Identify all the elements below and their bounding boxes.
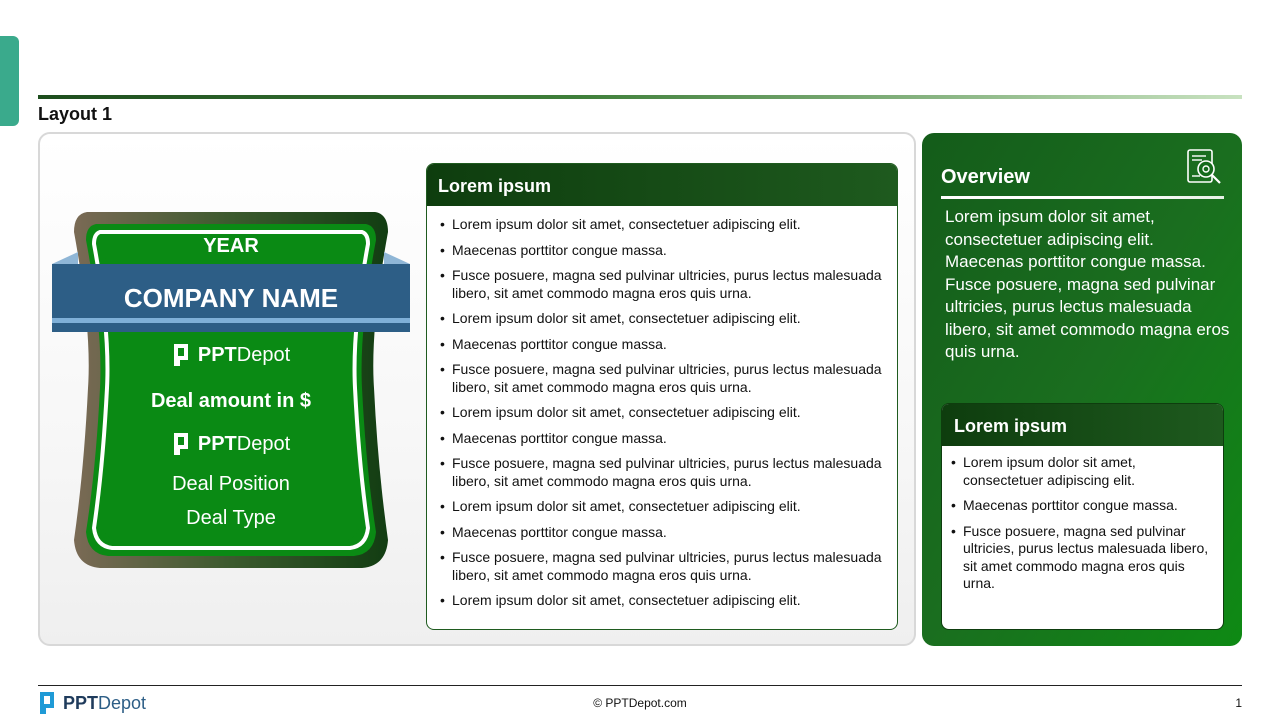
footer-divider: [38, 685, 1242, 686]
badge-deal-amount: Deal amount in $: [150, 390, 312, 412]
list-item: Maecenas porttitor congue massa.: [440, 430, 883, 448]
list-item: Lorem ipsum dolor sit amet, consectetuer…: [440, 216, 883, 234]
list-item: Maecenas porttitor congue massa.: [440, 242, 883, 260]
list-item: Fusce posuere, magna sed pulvinar ultric…: [440, 361, 883, 396]
list-item: Fusce posuere, magna sed pulvinar ultric…: [440, 549, 883, 584]
list-item: Lorem ipsum dolor sit amet, consectetuer…: [440, 404, 883, 422]
badge-deal-position: Deal Position: [172, 473, 290, 495]
footer-logo: PPTDepot: [38, 690, 146, 716]
overview-body: Lorem ipsum dolor sit amet, consectetuer…: [945, 207, 1230, 361]
badge-company-name: COMPANY NAME: [123, 283, 339, 313]
badge-year: YEAR: [203, 235, 259, 257]
badge-logo-rest-2: Depot: [236, 432, 291, 455]
footer-copyright: © PPTDepot.com: [593, 696, 687, 710]
lorem-list-card: Lorem ipsum Lorem ipsum dolor sit amet, …: [426, 163, 898, 630]
badge-logo-bold: PPT: [197, 343, 237, 366]
page-title: Layout 1: [38, 104, 113, 124]
badge-deal-type: Deal Type: [186, 507, 276, 529]
list-item: Lorem ipsum dolor sit amet, consectetuer…: [440, 498, 883, 516]
list-item: Lorem ipsum dolor sit amet, consectetuer…: [951, 454, 1213, 489]
list-item: Maecenas porttitor congue massa.: [440, 524, 883, 542]
overview-divider: [941, 196, 1224, 199]
deal-badge-graphic: [52, 212, 410, 568]
list-item: Fusce posuere, magna sed pulvinar ultric…: [951, 523, 1213, 593]
side-accent-tab: [0, 36, 19, 126]
badge-logo-bottom: PPTDepot: [52, 431, 410, 457]
list-item: Maecenas porttitor congue massa.: [440, 336, 883, 354]
overview-lorem-card: Lorem ipsum Lorem ipsum dolor sit amet, …: [941, 403, 1224, 630]
overview-title: Overview: [941, 166, 1030, 188]
list-card-title: Lorem ipsum: [427, 164, 897, 206]
pptdepot-logo-icon: [173, 344, 188, 366]
page-number: 1: [1235, 696, 1242, 710]
footer-logo-rest: Depot: [98, 692, 147, 713]
pptdepot-logo-icon: [173, 433, 188, 455]
document-search-icon: [1187, 149, 1221, 184]
footer-logo-bold: PPT: [63, 692, 99, 713]
list-item: Fusce posuere, magna sed pulvinar ultric…: [440, 267, 883, 302]
list-item: Fusce posuere, magna sed pulvinar ultric…: [440, 455, 883, 490]
list-item: Lorem ipsum dolor sit amet, consectetuer…: [440, 310, 883, 328]
badge-logo-bold-2: PPT: [197, 432, 237, 455]
badge-logo-rest: Depot: [236, 343, 291, 366]
list-item: Maecenas porttitor congue massa.: [951, 497, 1213, 515]
badge-logo-top: PPTDepot: [52, 342, 410, 368]
list-item: Lorem ipsum dolor sit amet, consectetuer…: [440, 592, 883, 610]
header-divider: [38, 95, 1242, 99]
list-card-bullets: Lorem ipsum dolor sit amet, consectetuer…: [427, 206, 897, 610]
mini-card-title: Lorem ipsum: [942, 404, 1223, 446]
pptdepot-logo-icon: [40, 692, 54, 714]
mini-card-bullets: Lorem ipsum dolor sit amet, consectetuer…: [942, 446, 1223, 593]
